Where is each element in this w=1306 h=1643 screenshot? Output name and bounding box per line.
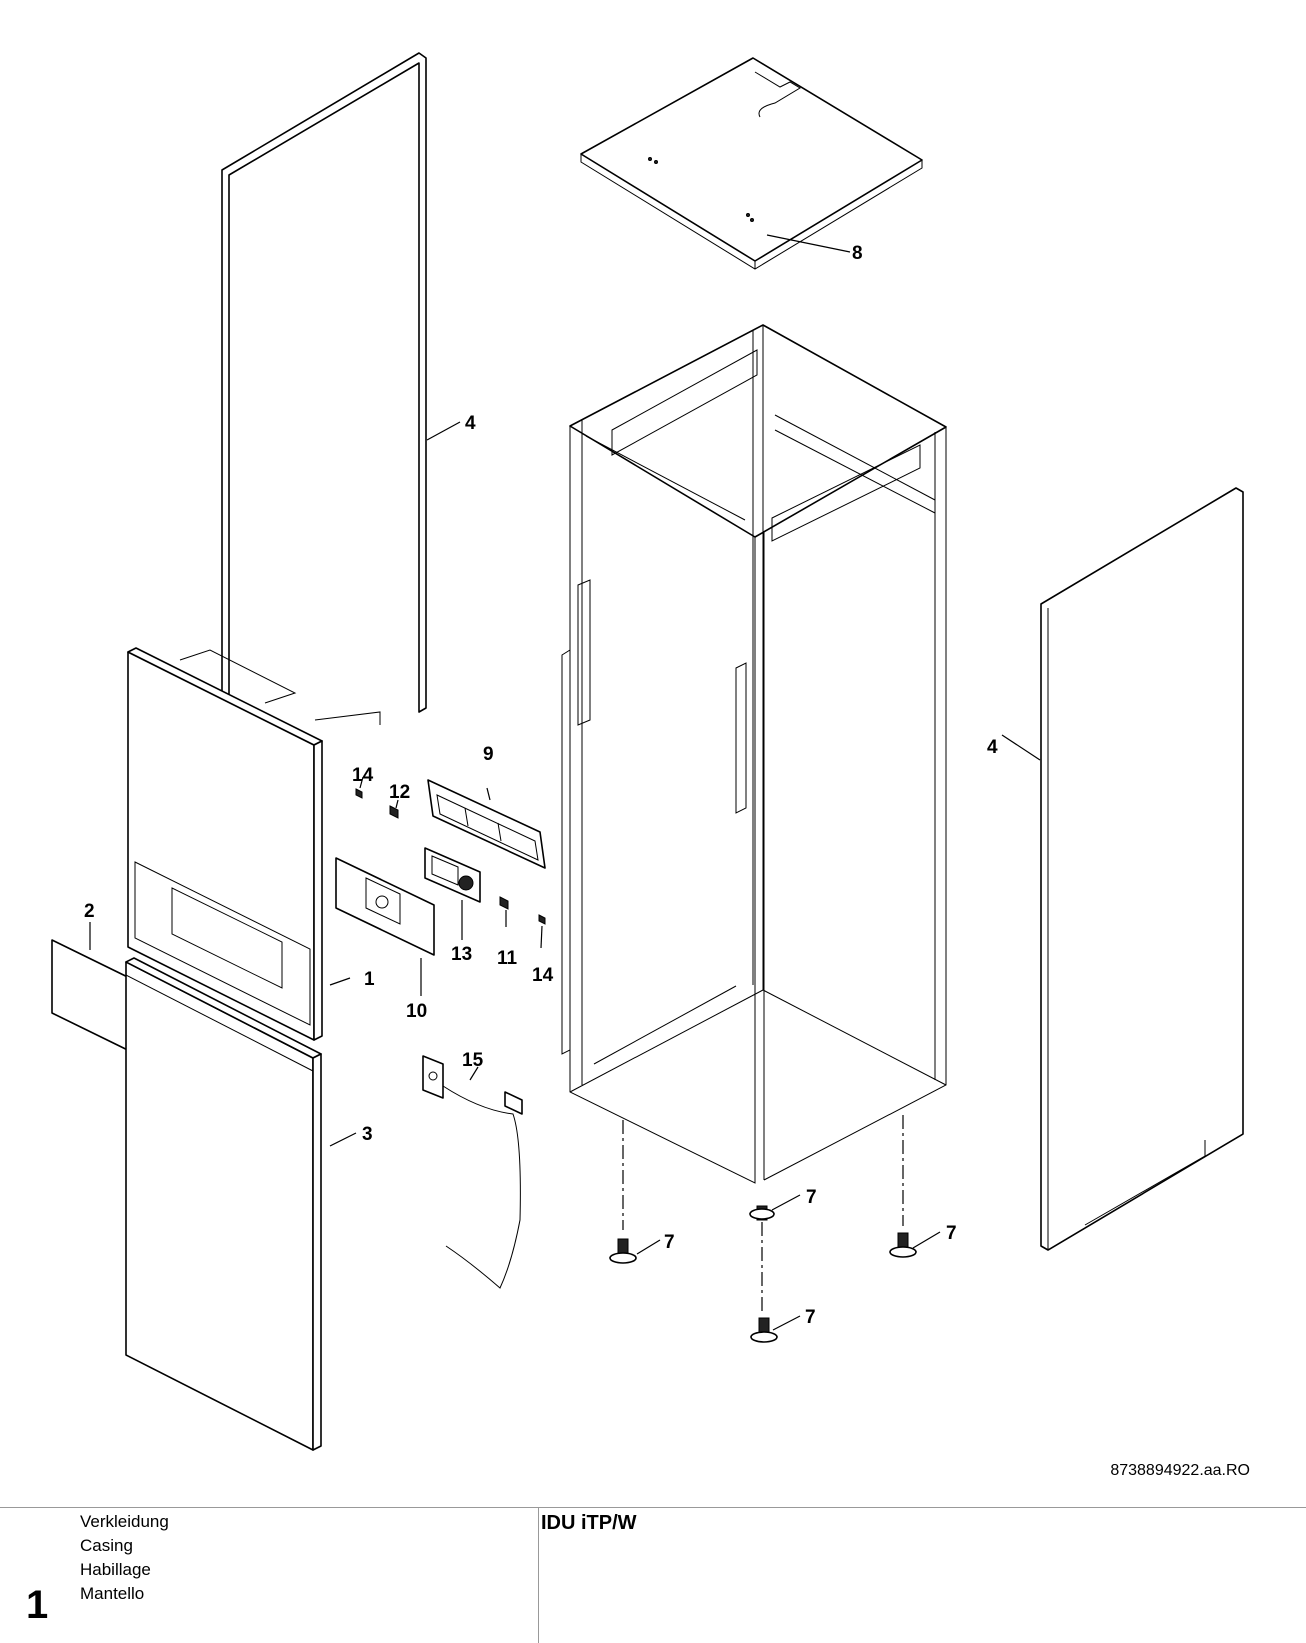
callout-15: 15 — [462, 1050, 484, 1071]
callout-14-a: 14 — [352, 765, 374, 786]
callout-9: 9 — [483, 744, 494, 765]
callout-13: 13 — [451, 944, 472, 965]
screw-part-14a — [355, 788, 363, 799]
callout-leaders — [89, 234, 1041, 1331]
callout-1: 1 — [364, 969, 375, 990]
callout-12: 12 — [389, 782, 410, 803]
sheet-number: 1 — [26, 1583, 49, 1627]
main-frame-part — [561, 324, 947, 1184]
control-housing-part-10 — [335, 857, 435, 956]
callout-8: 8 — [852, 243, 863, 264]
callout-7-a: 7 — [664, 1232, 675, 1253]
foot-part-7a — [609, 1238, 637, 1264]
callout-11: 11 — [497, 948, 518, 969]
side-panel-right-part — [1040, 487, 1244, 1251]
callout-10: 10 — [406, 1001, 427, 1022]
callout-7-d: 7 — [805, 1307, 816, 1328]
clip-part-12 — [389, 805, 399, 819]
title-german: Verkleidung — [80, 1512, 169, 1531]
callout-4-left: 4 — [465, 413, 476, 434]
callout-14-b: 14 — [532, 965, 554, 986]
upper-front-panel-part — [127, 647, 323, 1041]
callout-2: 2 — [84, 901, 95, 922]
footer-divider-line — [0, 1507, 1306, 1508]
foot-part-7d — [750, 1317, 778, 1343]
display-unit-part-13 — [424, 847, 481, 903]
cable-part-15 — [422, 1055, 523, 1289]
screw-part-14b — [538, 914, 546, 925]
document-number: 8738894922.aa.RO — [1110, 1462, 1250, 1479]
foot-part-7c — [889, 1232, 917, 1258]
footer-column-divider — [538, 1507, 539, 1643]
model-name: IDU iTP/W — [541, 1512, 637, 1534]
callout-7-b: 7 — [806, 1187, 817, 1208]
exploded-view-drawing: 1 2 3 4 4 7 7 7 7 8 9 10 11 12 13 14 14 … — [51, 52, 1244, 1451]
foot-part-7b — [749, 1205, 775, 1221]
back-panel-left-part — [221, 52, 427, 817]
lower-front-panel-part — [125, 957, 322, 1451]
callout-3: 3 — [362, 1124, 373, 1145]
callout-7-c: 7 — [946, 1223, 957, 1244]
title-english: Casing — [80, 1536, 133, 1555]
clip-part-11 — [499, 896, 509, 910]
top-cover-part — [580, 57, 923, 270]
title-italian: Mantello — [80, 1584, 145, 1603]
title-french: Habillage — [80, 1560, 151, 1579]
bracket-part-9 — [427, 779, 546, 869]
callout-4-right: 4 — [987, 737, 998, 758]
footer-titles: Verkleidung Casing Habillage Mantello — [80, 1510, 169, 1606]
